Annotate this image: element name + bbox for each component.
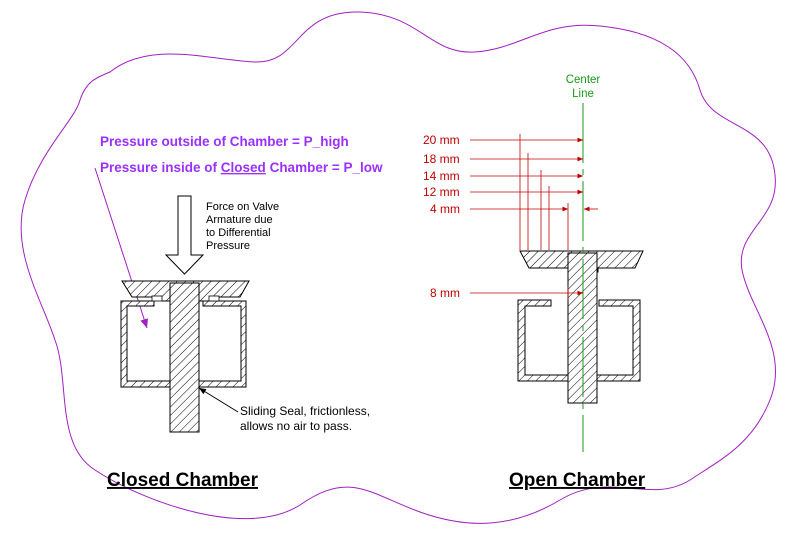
open-chamber-drawing [517,250,644,404]
dim-label-4mm: 4 mm [430,202,460,216]
seal-note-line1: Sliding Seal, frictionless, [240,404,370,418]
pressure-inside-label: Pressure inside of Closed Chamber = P_lo… [100,160,383,175]
force-note-line4: Pressure [206,240,250,252]
dim-label-8mm: 8 mm [430,286,460,300]
force-note-line1: Force on Valve [206,201,279,213]
boundary-outline [20,11,776,524]
center-line-label-2: Line [572,88,594,100]
pressure-outside-label: Pressure outside of Chamber = P_high [100,134,349,149]
dimension-lines [470,134,598,299]
center-line-label-1: Center [566,74,601,86]
force-arrow [164,195,205,275]
dim-label-14mm: 14 mm [423,169,460,183]
dim-label-18mm: 18 mm [423,152,460,166]
dim-label-12mm: 12 mm [423,185,460,199]
seal-leader-arrow [198,387,239,413]
force-note-line3: to Differential [206,227,271,239]
dim-label-20mm: 20 mm [423,133,460,147]
force-note-line2: Armature due [206,214,273,226]
seal-note-line2: allows no air to pass. [240,419,352,433]
open-chamber-title: Open Chamber [509,470,646,491]
closed-chamber-title: Closed Chamber [107,470,259,491]
closed-chamber-drawing [120,280,250,433]
